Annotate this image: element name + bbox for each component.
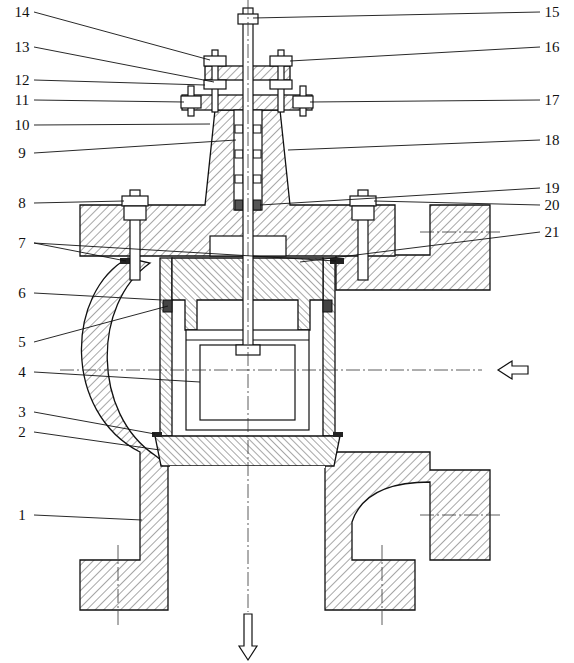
- callout-number: 21: [544, 224, 561, 240]
- callout-number: 20: [544, 197, 561, 213]
- callout-number: 3: [17, 404, 27, 420]
- callout-number: 12: [14, 72, 31, 88]
- callout-number: 10: [14, 117, 31, 133]
- callout-number: 17: [544, 92, 561, 108]
- callout-number: 1: [17, 507, 27, 523]
- callout-number: 15: [544, 4, 561, 20]
- callout-number: 6: [17, 285, 27, 301]
- callout-number: 19: [544, 180, 561, 196]
- callout-number: 5: [17, 334, 27, 350]
- callout-number: 13: [14, 39, 31, 55]
- callout-number: 4: [17, 364, 27, 380]
- callout-number: 2: [17, 424, 27, 440]
- callout-number: 18: [544, 132, 561, 148]
- callout-number: 8: [17, 195, 27, 211]
- callout-number: 9: [17, 145, 27, 161]
- callout-number: 7: [17, 235, 27, 251]
- callout-number: 16: [544, 39, 561, 55]
- callout-number: 11: [14, 92, 30, 108]
- callout-number: 14: [14, 4, 31, 20]
